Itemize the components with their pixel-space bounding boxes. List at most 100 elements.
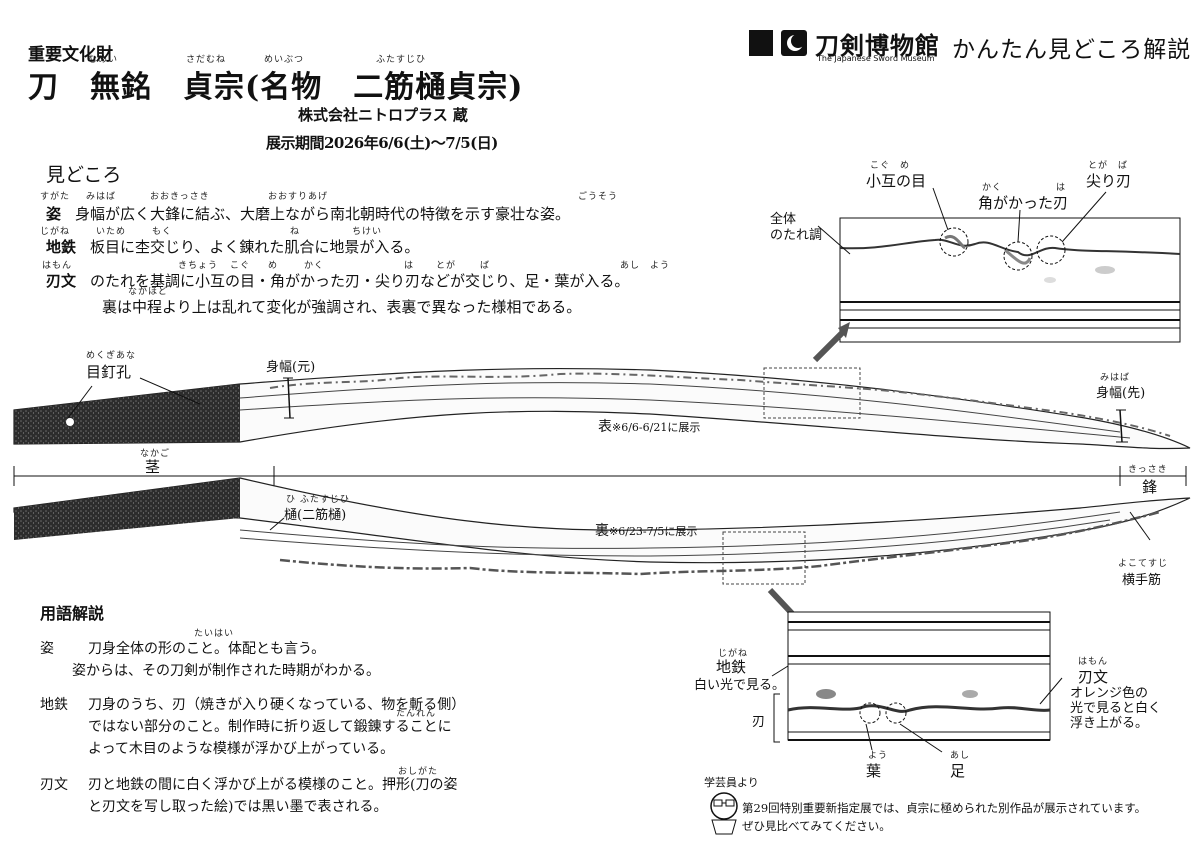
museum-name: 刀剣博物館 (815, 32, 940, 60)
ruby-jigane-label: じがね (718, 649, 749, 659)
point-text: 身幅が広く大鋒に結ぶ、大磨上ながら南北朝時代の特徴を示す豪壮な姿。 (75, 205, 571, 223)
curator-avatar-icon (710, 792, 738, 835)
label-you: 葉 (866, 762, 882, 780)
point-jigane: 地鉄板目に杢交じり、よく錬れた肌合に地景が入る。 (46, 236, 419, 257)
sword-front (13, 367, 1191, 450)
museum-logo-icon (781, 30, 807, 56)
sword-back (13, 477, 1191, 585)
ruby-ookissaki: おおきっさき (150, 192, 210, 202)
ruby-kissaki: きっさき (1128, 465, 1168, 475)
label-kaku: 角がかった刃 (978, 194, 1069, 212)
museum-name-english: The Japanese Sword Museum (817, 54, 935, 63)
point-key: 姿 (46, 205, 62, 223)
ruby-kaku: かく (304, 261, 325, 271)
front-side-key: 表 (598, 419, 612, 435)
curator-message-line2: ぜひ見比べてみてください。 (742, 819, 891, 833)
title-ruby-futasujihi: ふたすじひ (376, 55, 427, 65)
ruby-yokote: よこてすじ (1118, 559, 1169, 569)
back-side-key: 裏 (595, 523, 609, 539)
ruby-oosuriage: おおすりあげ (268, 192, 329, 202)
glossary-term-jigane: 地鉄 (40, 697, 68, 713)
ruby-nakahodo: なかほど (128, 287, 169, 297)
glossary-line: 刀身のうち、刃（焼きが入り硬くなっている、物を斬る側） (88, 697, 466, 713)
guide-subtitle: かんたん見どころ解説 (952, 37, 1192, 63)
label-jigane: 地鉄 (716, 658, 747, 676)
glossary-line: 刃と地鉄の間に白く浮かび上がる模様のこと。押形(刀の姿 (88, 777, 458, 793)
ruby-oshigata: おしがた (398, 767, 439, 777)
page-title: 刀 無銘 貞宗(名物 二筋樋貞宗) (28, 70, 524, 105)
label-kissaki: 鋒 (1142, 478, 1158, 496)
label-hamon: 刃文 (1078, 668, 1109, 686)
owner-label: 株式会社ニトロプラス 蔵 (298, 106, 468, 124)
ruby-mekugi: めくぎあな (86, 351, 137, 361)
ruby-ashi: あし (620, 261, 641, 271)
back-side-note: ※6/23-7/5に展示 (609, 525, 698, 538)
ruby-sugata: すがた (40, 192, 71, 202)
glossary-term-hamon: 刃文 (40, 777, 68, 793)
title-ruby-sadamune: さだむね (186, 55, 227, 65)
logo-square-icon (749, 30, 773, 56)
glossary-line: と刃文を写し取った絵)では黒い墨で表される。 (88, 799, 388, 815)
label-mihaba-moto: 身幅(元) (266, 360, 316, 375)
ruby-gousou: ごうそう (578, 192, 619, 202)
zoom-top-box (817, 187, 1181, 343)
ruby-togariba: とが ば (1088, 161, 1129, 171)
ruby-hi: ひ ふたすじひ (286, 495, 350, 505)
zoom-bottom-box (771, 611, 1063, 753)
label-togariba: 尖り刃 (1086, 172, 1132, 190)
glossary-heading: 用語解説 (40, 604, 105, 623)
back-display-note: 裏※6/23-7/5に展示 (595, 520, 697, 540)
title-ruby-mumei: むめい (88, 55, 119, 65)
ruby-nakago: なかご (140, 449, 171, 459)
front-display-note: 表※6/6-6/21に展示 (598, 416, 700, 436)
exhibition-period: 展示期間2026年6/6(土)〜7/5(日) (266, 134, 498, 152)
label-hamon-note: オレンジ色の 光で見ると白く 浮き上がる。 (1070, 686, 1162, 731)
ruby-mihaba-saki: みはば (1100, 373, 1131, 383)
ruby-ne: ね (290, 227, 301, 237)
point-key: 地鉄 (46, 238, 77, 256)
glossary-term-sugata: 姿 (40, 641, 54, 657)
ruby-me: め (268, 261, 279, 271)
point-text: 板目に杢交じり、よく錬れた肌合に地景が入る。 (90, 238, 420, 256)
ruby-tanren: たんれん (396, 709, 437, 719)
ruby-itame: いため (96, 227, 127, 237)
ruby-kaku-label: かく (982, 183, 1003, 193)
front-side-note: ※6/6-6/21に展示 (612, 421, 701, 434)
ruby-toga: とが (436, 261, 457, 271)
label-notare: 全体 のたれ調 (770, 212, 823, 243)
point-ura: 裏は中程より上は乱れて変化が強調され、表裏で異なった様相である。 (102, 298, 582, 316)
title-ruby-meibutsu: めいぶつ (264, 55, 305, 65)
ruby-kichou: きちょう (178, 261, 219, 271)
label-kogunome: 小互の目 (866, 172, 927, 190)
highlights-heading: 見どころ (46, 164, 122, 186)
point-text: のたれを基調に小互の目・角がかった刃・尖り刃などが交じり、足・葉が入る。 (90, 272, 630, 290)
point-hamon: 刃文のたれを基調に小互の目・角がかった刃・尖り刃などが交じり、足・葉が入る。 (46, 270, 629, 291)
ruby-kogunome: こぐ め (870, 161, 911, 171)
ruby-moku: もく (152, 227, 173, 237)
ruby-ha-label: は (1056, 183, 1067, 193)
glossary-line: 刀身全体の形のこと。体配とも言う。 (88, 641, 326, 657)
point-sugata: 姿身幅が広く大鋒に結ぶ、大磨上ながら南北朝時代の特徴を示す豪壮な姿。 (46, 203, 570, 224)
label-mekugi: 目釘孔 (86, 363, 132, 381)
curator-label: 学芸員より (704, 776, 759, 789)
ruby-ba: ば (480, 261, 491, 271)
ruby-chikei: ちけい (352, 227, 383, 237)
ruby-you: よう (650, 261, 671, 271)
ruby-mihaba: みはば (86, 192, 117, 202)
point-key: 刃文 (46, 272, 77, 290)
ruby-ashi-label: あし (950, 751, 971, 761)
ruby-hamon-label: はもん (1078, 657, 1109, 667)
label-ha: 刃 (752, 715, 766, 730)
label-nakago: 茎 (145, 458, 161, 476)
label-hi: 樋(二筋樋) (284, 508, 347, 523)
label-yokote: 横手筋 (1122, 573, 1162, 588)
glossary-line: よって木目のような模様が浮かび上がっている。 (88, 741, 395, 757)
ruby-you-label: よう (868, 751, 889, 761)
ruby-kogu: こぐ (230, 261, 251, 271)
label-jigane-note: 白い光で見る。 (694, 678, 786, 693)
glossary-line: ではない部分のこと。制作時に折り返して鍛錬することに (88, 719, 452, 735)
designation-label: 重要文化財 (28, 45, 113, 65)
glossary-line: 姿からは、その刀剣が制作された時期がわかる。 (72, 663, 380, 679)
label-ashi: 足 (950, 762, 966, 780)
